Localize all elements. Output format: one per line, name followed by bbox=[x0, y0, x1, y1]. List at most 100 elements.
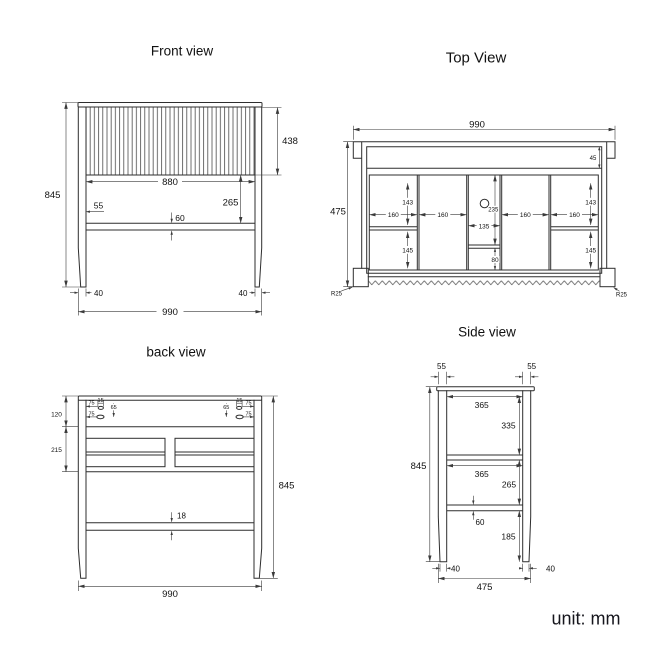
dim-back-120: 120 bbox=[51, 395, 79, 427]
dim-front-open-265: 265 bbox=[223, 174, 243, 224]
dim-label: 880 bbox=[162, 177, 178, 188]
dim-label: 990 bbox=[162, 589, 178, 600]
dim-side-335: 335 bbox=[501, 396, 522, 456]
dim-label: 40 bbox=[546, 564, 555, 573]
dim-label: R25 bbox=[616, 292, 628, 298]
label-mask bbox=[435, 210, 451, 219]
dim-front-total-990: 990 bbox=[78, 288, 262, 318]
label-mask bbox=[156, 306, 184, 317]
dim-side-foot-back-40: 40 bbox=[519, 563, 555, 573]
dim-top-depth-475: 475 bbox=[330, 141, 354, 287]
dim-label-15: 15 bbox=[236, 398, 242, 404]
side-structure bbox=[437, 390, 532, 563]
dim-top-80: 80 bbox=[490, 248, 500, 271]
dim-label-65: 65 bbox=[223, 405, 229, 411]
dim-label: 235 bbox=[488, 207, 499, 213]
dim-label: 335 bbox=[501, 420, 515, 430]
label-mask bbox=[490, 256, 500, 263]
dim-top-r25-left: R25 bbox=[331, 286, 353, 297]
dim-label-65: 65 bbox=[111, 405, 117, 411]
front-view: Front view 845 438 880 265 55 bbox=[45, 44, 298, 319]
dim-front-leg-left-40: 40 bbox=[70, 288, 103, 298]
keyhole-slot-left-lower bbox=[96, 414, 105, 420]
back-panel-right bbox=[174, 437, 255, 468]
dim-label: 160 bbox=[388, 212, 399, 219]
dim-label-75a: 75 bbox=[245, 401, 251, 407]
dim-front-height-845: 845 bbox=[45, 102, 81, 288]
dim-front-offset-55: 55 bbox=[85, 201, 104, 213]
dim-label: 845 bbox=[45, 190, 61, 201]
dim-label: 475 bbox=[330, 206, 346, 217]
dim-label: 40 bbox=[451, 564, 460, 573]
dim-side-span-mid-365: 365 bbox=[446, 463, 523, 479]
ext-lines bbox=[62, 395, 79, 427]
back-countertop bbox=[77, 395, 263, 401]
dim-top-backrail-45: 45 bbox=[590, 146, 601, 169]
dim-label: 438 bbox=[282, 136, 298, 147]
dim-label: 60 bbox=[476, 518, 485, 527]
leader-line bbox=[613, 287, 620, 292]
ext-lines bbox=[438, 371, 447, 385]
dim-back-total-990: 990 bbox=[78, 580, 262, 600]
dim-top-235: 235 bbox=[488, 174, 499, 246]
label-mask bbox=[567, 210, 582, 219]
front-fluted-panel bbox=[85, 106, 256, 176]
back-view: back view 120 215 845 990 bbox=[51, 345, 294, 600]
front-countertop bbox=[77, 102, 263, 108]
front-view-title: Front view bbox=[151, 44, 214, 59]
top-view-title: Top View bbox=[446, 50, 507, 67]
dim-front-leg-right-40: 40 bbox=[239, 288, 270, 298]
label-mask bbox=[108, 403, 119, 411]
dim-back-shelf-18: 18 bbox=[170, 511, 186, 541]
dim-top-160-a: 160 bbox=[369, 210, 418, 219]
dim-label: 265 bbox=[223, 198, 239, 209]
unit-label: unit: mm bbox=[551, 609, 620, 629]
dim-side-265: 265 bbox=[502, 459, 522, 506]
label-mask bbox=[488, 205, 499, 213]
dim-top-145-left: 145 bbox=[402, 231, 414, 269]
back-panel-left bbox=[85, 437, 166, 468]
dim-label: 845 bbox=[411, 461, 427, 472]
keyhole-slot-right-upper bbox=[236, 405, 243, 410]
dim-label: 143 bbox=[402, 199, 413, 206]
faucet-hole bbox=[479, 198, 490, 209]
dim-side-foot-front-40: 40 bbox=[432, 563, 460, 573]
dim-front-rail-60: 60 bbox=[170, 212, 185, 241]
dim-front-inner-880: 880 bbox=[85, 176, 256, 188]
dim-label: 45 bbox=[590, 156, 597, 162]
dim-label-15: 15 bbox=[98, 398, 104, 404]
dim-label: 80 bbox=[491, 257, 499, 264]
dim-side-185: 185 bbox=[501, 510, 522, 562]
dim-label: 40 bbox=[94, 289, 103, 298]
dim-label: 215 bbox=[51, 447, 62, 454]
dim-label: 120 bbox=[51, 412, 62, 419]
dim-label: R25 bbox=[331, 291, 343, 297]
dim-back-slots-left: 75 15 65 75 bbox=[85, 398, 119, 419]
dim-label: 40 bbox=[239, 289, 248, 298]
dim-back-height-845: 845 bbox=[259, 395, 294, 579]
dim-top-r25-right: R25 bbox=[613, 287, 628, 298]
dim-side-depth-475: 475 bbox=[438, 563, 531, 593]
label-mask bbox=[476, 221, 492, 230]
dim-back-215: 215 bbox=[51, 426, 79, 472]
label-mask bbox=[517, 210, 533, 219]
dim-label: 265 bbox=[502, 479, 516, 489]
dim-label: 135 bbox=[479, 223, 490, 230]
dim-label: 990 bbox=[162, 307, 178, 318]
side-view-title: Side view bbox=[458, 325, 516, 340]
dim-label: 365 bbox=[475, 400, 489, 410]
top-compartments bbox=[368, 174, 599, 271]
dim-label: 160 bbox=[437, 212, 448, 219]
dim-label: 60 bbox=[175, 213, 185, 223]
dim-label: 145 bbox=[402, 248, 413, 255]
dim-top-160-d: 160 bbox=[550, 210, 599, 219]
dim-top-160-b: 160 bbox=[418, 210, 467, 219]
label-mask bbox=[585, 246, 597, 254]
label-mask bbox=[158, 176, 182, 187]
ext-lines bbox=[439, 563, 447, 572]
top-scalloped-edge bbox=[368, 279, 600, 286]
dim-label: 55 bbox=[94, 201, 104, 211]
dim-top-145-right: 145 bbox=[585, 231, 597, 269]
side-countertop bbox=[436, 386, 535, 392]
